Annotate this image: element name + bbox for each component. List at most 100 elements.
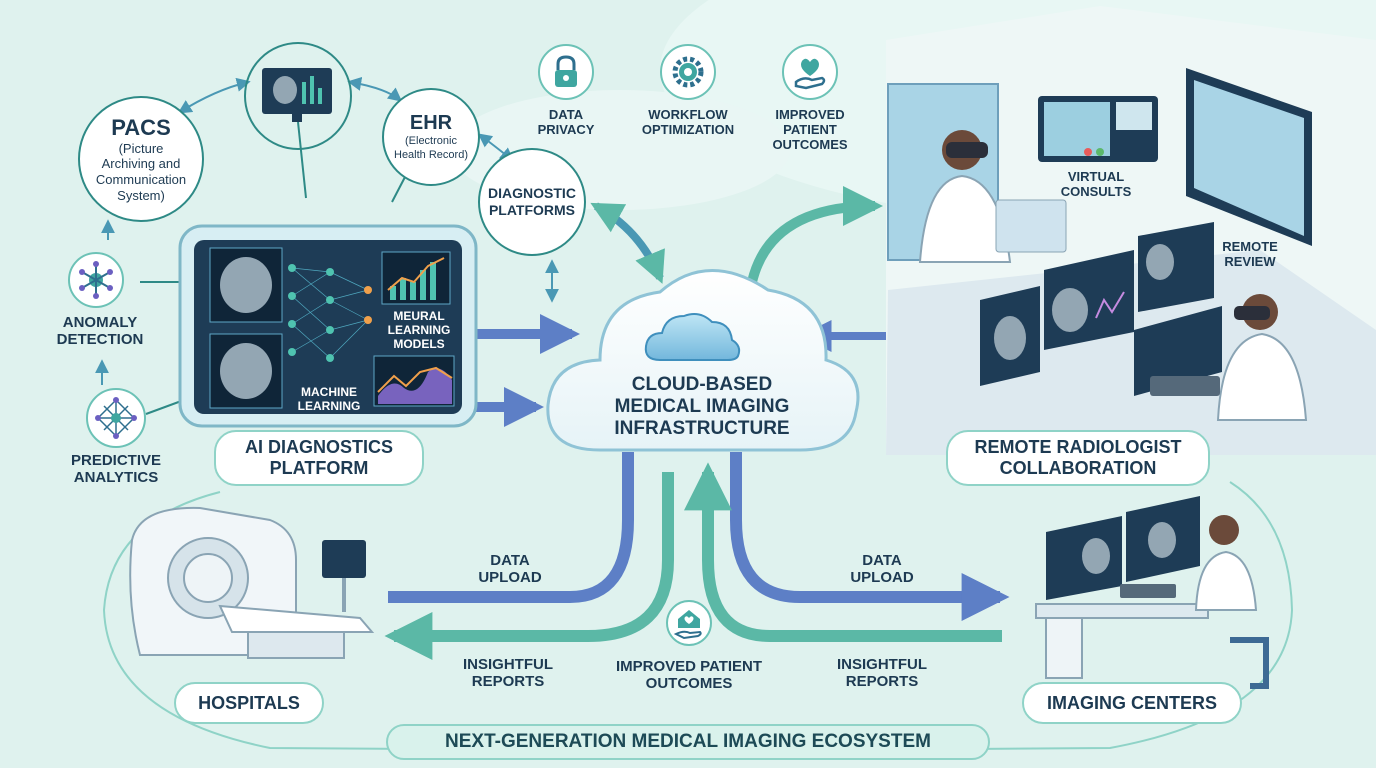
mri-bore bbox=[183, 553, 233, 603]
consult-line: CONSULTS bbox=[1060, 183, 1132, 199]
neural-line: MEURAL bbox=[393, 309, 445, 323]
ml-line: MACHINE bbox=[301, 385, 357, 399]
heart-hand-icon bbox=[794, 58, 826, 90]
benefit-line: OPTIMIZATION bbox=[641, 121, 735, 137]
ai-platform-line: PLATFORM bbox=[269, 458, 369, 478]
neural-models-label: MEURAL LEARNING MODELS bbox=[364, 309, 474, 351]
wave-chart-area bbox=[378, 368, 452, 404]
call-end-button bbox=[1084, 148, 1092, 156]
cloud-remote-arrow bbox=[747, 186, 883, 284]
cloud-line: INFRASTRUCTURE bbox=[614, 417, 790, 439]
ecosystem-title: NEXT-GENERATION MEDICAL IMAGING ECOSYSTE… bbox=[386, 724, 990, 760]
hospital-report-arrow bbox=[384, 472, 674, 660]
neural-network-links bbox=[291, 267, 369, 359]
pacs-monitor-connector bbox=[177, 77, 251, 114]
ehr-subtitle-line: Health Record) bbox=[394, 148, 468, 161]
array-chart-line bbox=[1095, 291, 1125, 319]
flow-line: UPLOAD bbox=[850, 569, 914, 587]
gear-icon bbox=[672, 56, 704, 88]
cloud-line: CLOUD-BASED bbox=[631, 374, 773, 395]
collab-line: COLLABORATION bbox=[999, 458, 1157, 478]
neural-line: MODELS bbox=[393, 336, 445, 351]
tech-coat bbox=[1194, 550, 1258, 611]
monitor-node bbox=[244, 42, 352, 150]
array-brain-1 bbox=[994, 316, 1026, 360]
outcomes-label: IMPROVED PATIENT OUTCOMES bbox=[764, 107, 856, 153]
tech-head bbox=[1209, 515, 1239, 545]
neural-line: LEARNING bbox=[387, 322, 451, 337]
brain-top-image bbox=[220, 257, 272, 313]
imaging-desk-drawer bbox=[1045, 617, 1083, 679]
ecosystem-outline-right bbox=[829, 481, 1294, 751]
pacs-subtitle-line: (Picture bbox=[118, 140, 164, 156]
right-data-upload-label: DATA UPLOAD bbox=[832, 552, 932, 587]
hospitals-label: HOSPITALS bbox=[174, 682, 324, 724]
ehr-title: EHR bbox=[409, 112, 453, 135]
imaging-chair bbox=[1230, 637, 1269, 689]
cloud-line: MEDICAL IMAGING bbox=[614, 395, 790, 417]
flow-line: DATA bbox=[490, 552, 530, 569]
call-accept-button bbox=[1096, 148, 1104, 156]
monitor-ehr-connector bbox=[347, 76, 403, 102]
consult-line: VIRTUAL bbox=[1067, 169, 1125, 184]
mri-console bbox=[322, 540, 366, 578]
flow-line: INSIGHTFUL bbox=[463, 656, 553, 673]
outcomes-badge bbox=[782, 44, 838, 100]
benefit-line: IMPROVED bbox=[775, 107, 845, 122]
imaging-brain-2 bbox=[1148, 522, 1176, 558]
diag-line: DIAGNOSTIC bbox=[488, 185, 576, 202]
imaging-upload-arrow bbox=[730, 452, 1010, 621]
remote-review-label: REMOTE REVIEW bbox=[1210, 239, 1290, 270]
array-brain-3 bbox=[1146, 244, 1174, 280]
mini-cloud-icon bbox=[644, 313, 741, 361]
anomaly-label: ANOMALY DETECTION bbox=[30, 314, 170, 349]
right-reports-label: INSIGHTFUL REPORTS bbox=[820, 656, 944, 691]
data-privacy-badge bbox=[538, 44, 594, 100]
review-line: REVIEW bbox=[1224, 253, 1276, 269]
predictive-label: PREDICTIVE ANALYTICS bbox=[46, 452, 186, 487]
imaging-centers-label: IMAGING CENTERS bbox=[1022, 682, 1242, 724]
ehr-subtitle-line: (Electronic bbox=[405, 135, 457, 148]
benefit-line: PRIVACY bbox=[537, 121, 595, 137]
ml-line: LEARNING bbox=[297, 398, 361, 413]
workflow-label: WORKFLOW OPTIMIZATION bbox=[628, 107, 748, 138]
diag-cloud-arrow bbox=[590, 202, 665, 284]
care-home-icon bbox=[673, 610, 702, 640]
ai-platform-line: AI DIAGNOSTICS bbox=[244, 437, 393, 458]
vr-headset bbox=[946, 142, 988, 158]
anomaly-line: ANOMALY bbox=[62, 314, 138, 331]
pacs-subtitle-line: Communication bbox=[95, 172, 187, 187]
imaging-report-arrow bbox=[684, 462, 1002, 642]
flow-line: UPLOAD bbox=[478, 569, 542, 587]
benefit-line: OUTCOMES bbox=[772, 136, 848, 152]
imaging-desk bbox=[1035, 603, 1209, 619]
review-line: REMOTE bbox=[1222, 239, 1278, 254]
collab-line: REMOTE RADIOLOGIST bbox=[974, 437, 1182, 458]
ehr-subtitle: (Electronic Health Record) bbox=[394, 135, 468, 161]
benefit-line: DATA bbox=[548, 107, 584, 122]
data-privacy-label: DATA PRIVACY bbox=[520, 107, 612, 138]
left-data-upload-label: DATA UPLOAD bbox=[460, 552, 560, 587]
neural-network-nodes bbox=[288, 264, 334, 362]
virtual-consults-label: VIRTUAL CONSULTS bbox=[1040, 169, 1152, 200]
keyboard bbox=[1150, 376, 1220, 396]
lock-icon bbox=[555, 55, 577, 87]
predictive-badge bbox=[86, 388, 146, 448]
array-brain-2 bbox=[1052, 288, 1088, 332]
bar-chart-bars bbox=[390, 262, 436, 300]
pacs-subtitle-line: Archiving and bbox=[101, 156, 181, 172]
wave-chart-line bbox=[377, 366, 453, 393]
predictive-ai-connector bbox=[145, 399, 185, 415]
cloud-infrastructure-label: CLOUD-BASED MEDICAL IMAGING INFRASTRUCTU… bbox=[580, 374, 824, 440]
diag-line: PLATFORMS bbox=[488, 202, 576, 218]
network-icon bbox=[95, 397, 137, 439]
flow-line: REPORTS bbox=[845, 673, 919, 691]
outcomes-center-badge bbox=[666, 600, 712, 646]
flow-line: IMPROVED PATIENT bbox=[615, 658, 763, 675]
diagnostic-platforms-label: DIAGNOSTIC PLATFORMS bbox=[488, 185, 576, 219]
desk-monitor bbox=[995, 199, 1067, 253]
imaging-keyboard bbox=[1120, 584, 1176, 598]
workflow-badge bbox=[660, 44, 716, 100]
remote-collaboration-label: REMOTE RADIOLOGIST COLLABORATION bbox=[946, 430, 1210, 486]
